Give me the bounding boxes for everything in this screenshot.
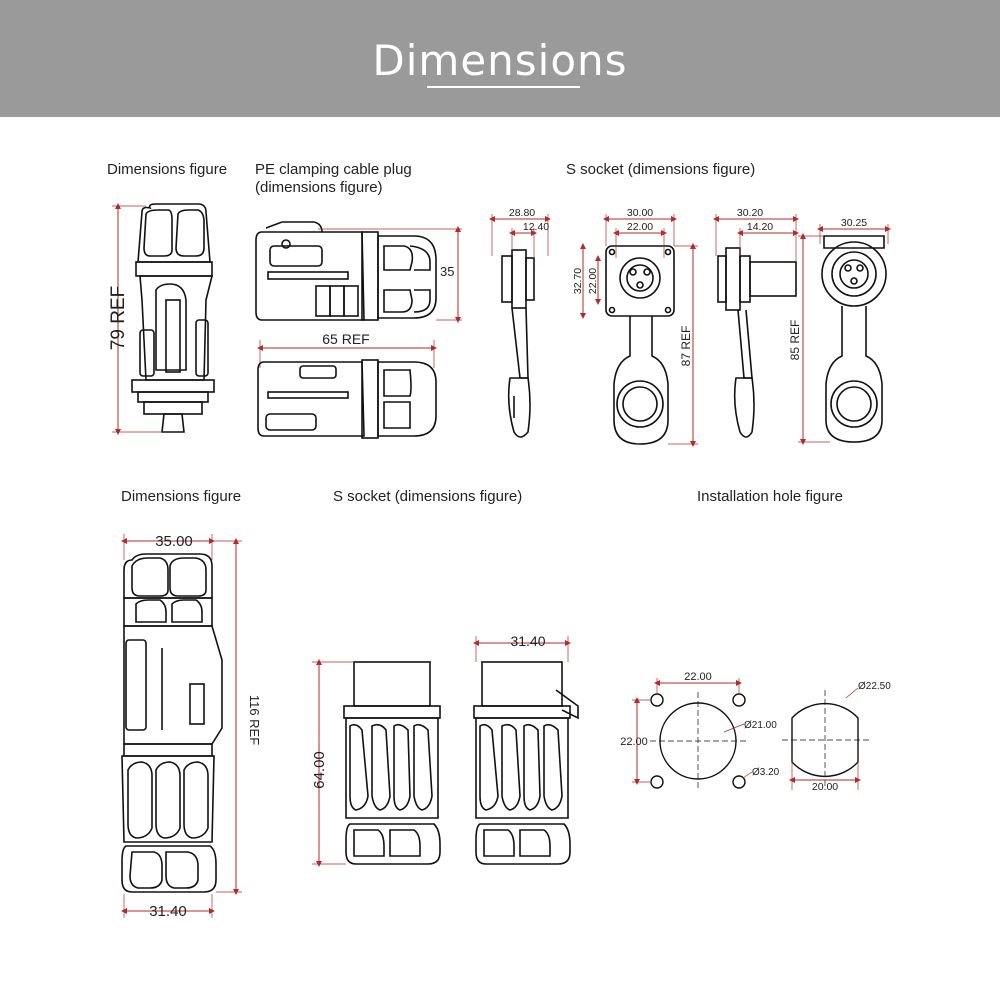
dim-s3: 30.20 14.20 [713, 207, 799, 262]
dim-s4: 30.25 85 REF [788, 217, 891, 445]
page-title: Dimensions [372, 36, 628, 85]
dim-s1-inner-label: 12.40 [523, 221, 549, 233]
dim-s4-width-label: 30.25 [841, 217, 867, 229]
socket-side-view-3 [717, 247, 797, 438]
hole2-width-label: 20.00 [812, 781, 838, 793]
dim-s2-total-label: 87 REF [679, 326, 693, 367]
pe-plug-upper-drawing [255, 221, 437, 321]
dim-s4-total-label: 85 REF [788, 320, 802, 361]
dim-pe-length-label: 65 REF [322, 331, 369, 347]
socket-front-view-4 [821, 235, 887, 443]
pe-plug-lower-drawing [257, 359, 437, 439]
dim-s2-outer-label: 30.00 [627, 207, 653, 219]
dim-assembly: 35.00 31.40 116 REF [121, 533, 262, 920]
hole-diameter-big-label: Ø21.00 [744, 720, 777, 731]
dim-pe-length: 65 REF [257, 331, 437, 368]
caption-installation-hole: Installation hole figure [697, 488, 843, 505]
dim-s2-height-inner-label: 22.00 [587, 268, 599, 294]
dim-b3-width-label: 31.40 [510, 633, 545, 649]
dim-assembly-top-label: 35.00 [155, 533, 193, 550]
caption-pe-plug-line2: (dimensions figure) [255, 179, 383, 196]
title-underline [427, 86, 580, 88]
dim-s2: 30.00 22.00 32.70 22.00 87 REF [572, 207, 698, 447]
installation-hole-square: 22.00 22.00 Ø21.00 Ø3.20 [620, 671, 780, 790]
dim-s2-inner-label: 22.00 [627, 221, 653, 233]
socket-b2-drawing [343, 661, 441, 865]
dim-plug-height: 79 REF [108, 203, 162, 435]
dim-s1-outer-label: 28.80 [509, 207, 535, 219]
dim-s3-outer-label: 30.20 [737, 207, 763, 219]
dim-b3: 31.40 [473, 633, 571, 662]
caption-dimensions-bottom: Dimensions figure [121, 488, 242, 505]
dim-b2: 64.00 [311, 659, 354, 867]
hole2-diameter-label: Ø22.50 [858, 681, 891, 692]
hole-width-label: 22.00 [684, 671, 712, 683]
caption-s-socket-bottom: S socket (dimensions figure) [333, 488, 523, 505]
installation-hole-round: Ø22.50 20.00 [782, 681, 891, 793]
hole-diameter-small-label: Ø3.20 [752, 767, 780, 778]
socket-b3-drawing [473, 661, 579, 865]
dim-assembly-bottom-label: 31.40 [149, 903, 187, 920]
caption-s-socket-top: S socket (dimensions figure) [566, 161, 756, 178]
dim-s3-inner-label: 14.20 [747, 221, 773, 233]
page-header: Dimensions [0, 0, 1000, 117]
assembly-drawing [121, 553, 223, 893]
caption-dimensions-top: Dimensions figure [107, 161, 228, 178]
hole-height-label: 22.00 [620, 736, 648, 748]
dim-pe-height-label: 35 [440, 264, 454, 279]
plug-vertical-drawing [131, 203, 215, 433]
dim-pe-height: 35 [318, 226, 462, 323]
dim-plug-height-label: 79 REF [108, 286, 129, 350]
dim-s1: 28.80 12.40 [489, 207, 551, 258]
dim-assembly-total-label: 116 REF [247, 695, 262, 745]
dim-b2-height-label: 64.00 [311, 751, 328, 789]
caption-pe-plug-line1: PE clamping cable plug [255, 161, 412, 178]
socket-front-view-2 [605, 245, 675, 445]
dim-s2-height-outer-label: 32.70 [572, 268, 584, 294]
socket-side-view-1 [501, 249, 535, 438]
